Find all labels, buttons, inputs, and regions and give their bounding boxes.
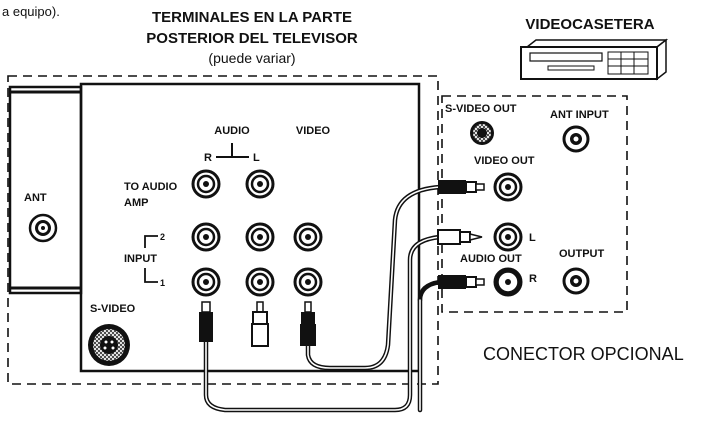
input-label: INPUT: [124, 253, 157, 265]
vcr-audio-out-r-jack: [493, 267, 523, 297]
plug-video-out: [438, 180, 485, 194]
tv-ant-jack: [28, 213, 58, 243]
tv-video-label: VIDEO: [296, 125, 331, 137]
vcr-audio-out-l-jack: [493, 222, 523, 252]
vcr-icon: [520, 38, 669, 81]
vcr-svideo-out-jack: [470, 121, 494, 145]
input-2-label: 2: [160, 232, 165, 242]
vcr-plugs: [437, 180, 485, 289]
tv-r-label: R: [204, 152, 212, 164]
to-audio-label: TO AUDIO: [124, 181, 178, 193]
vcr-video-out-jack: [493, 172, 523, 202]
tv-jacks: [28, 169, 323, 366]
cables: [203, 184, 443, 413]
tv-title-line2: POSTERIOR DEL TELEVISOR: [146, 30, 358, 47]
vcr-panel-outline: [441, 95, 628, 313]
plug-video-black: [300, 301, 316, 346]
vcr-output-label: OUTPUT: [559, 248, 605, 260]
optional-connector-label: CONECTOR OPCIONAL: [483, 344, 684, 364]
tv-l-label: L: [253, 152, 260, 164]
vcr-l-label: L: [529, 232, 536, 244]
vcr-ant-input-jack: [562, 125, 590, 153]
jack-to-audio-l: [245, 169, 275, 199]
audio-cable: [417, 279, 443, 303]
top-left-fragment: a equipo).: [2, 4, 60, 19]
tv-ant-panel: [8, 85, 83, 295]
input-bracket: [144, 235, 158, 283]
rl-bracket: [216, 143, 249, 158]
vcr-video-out-label: VIDEO OUT: [474, 155, 535, 167]
plug-svideo: [199, 301, 213, 342]
tv-svideo-jack: [88, 324, 130, 366]
vcr-output-jack: [562, 267, 590, 295]
jack-input1-video: [293, 267, 323, 297]
tv-jack-panel: [79, 82, 421, 373]
tv-title-note: (puede variar): [208, 50, 295, 66]
vcr-title: VIDEOCASETERA: [525, 16, 654, 33]
tv-ant-label: ANT: [24, 192, 47, 204]
tv-svideo-label: S-VIDEO: [90, 303, 136, 315]
vcr-jacks: [470, 121, 590, 297]
to-audio-amp-label: AMP: [124, 197, 148, 209]
jack-input2-audio-r: [191, 222, 221, 252]
jack-input2-audio-l: [245, 222, 275, 252]
plug-audio-l: [437, 229, 483, 245]
tv-audio-label: AUDIO: [214, 125, 250, 137]
jack-input1-audio-r: [191, 267, 221, 297]
input-1-label: 1: [160, 278, 165, 288]
vcr-r-label: R: [529, 273, 537, 285]
vcr-audio-out-label: AUDIO OUT: [460, 253, 522, 265]
plug-audio-white: [251, 301, 269, 347]
vcr-svideo-out-label: S-VIDEO OUT: [445, 103, 517, 115]
jack-to-audio-r: [191, 169, 221, 199]
tv-outline: [7, 75, 439, 385]
plug-audio-r: [438, 275, 485, 289]
vcr-ant-input-label: ANT INPUT: [550, 109, 609, 121]
jack-input1-audio-l: [245, 267, 275, 297]
jack-input2-video: [293, 222, 323, 252]
tv-plugs: [199, 301, 316, 347]
tv-title-line1: TERMINALES EN LA PARTE: [152, 9, 352, 26]
